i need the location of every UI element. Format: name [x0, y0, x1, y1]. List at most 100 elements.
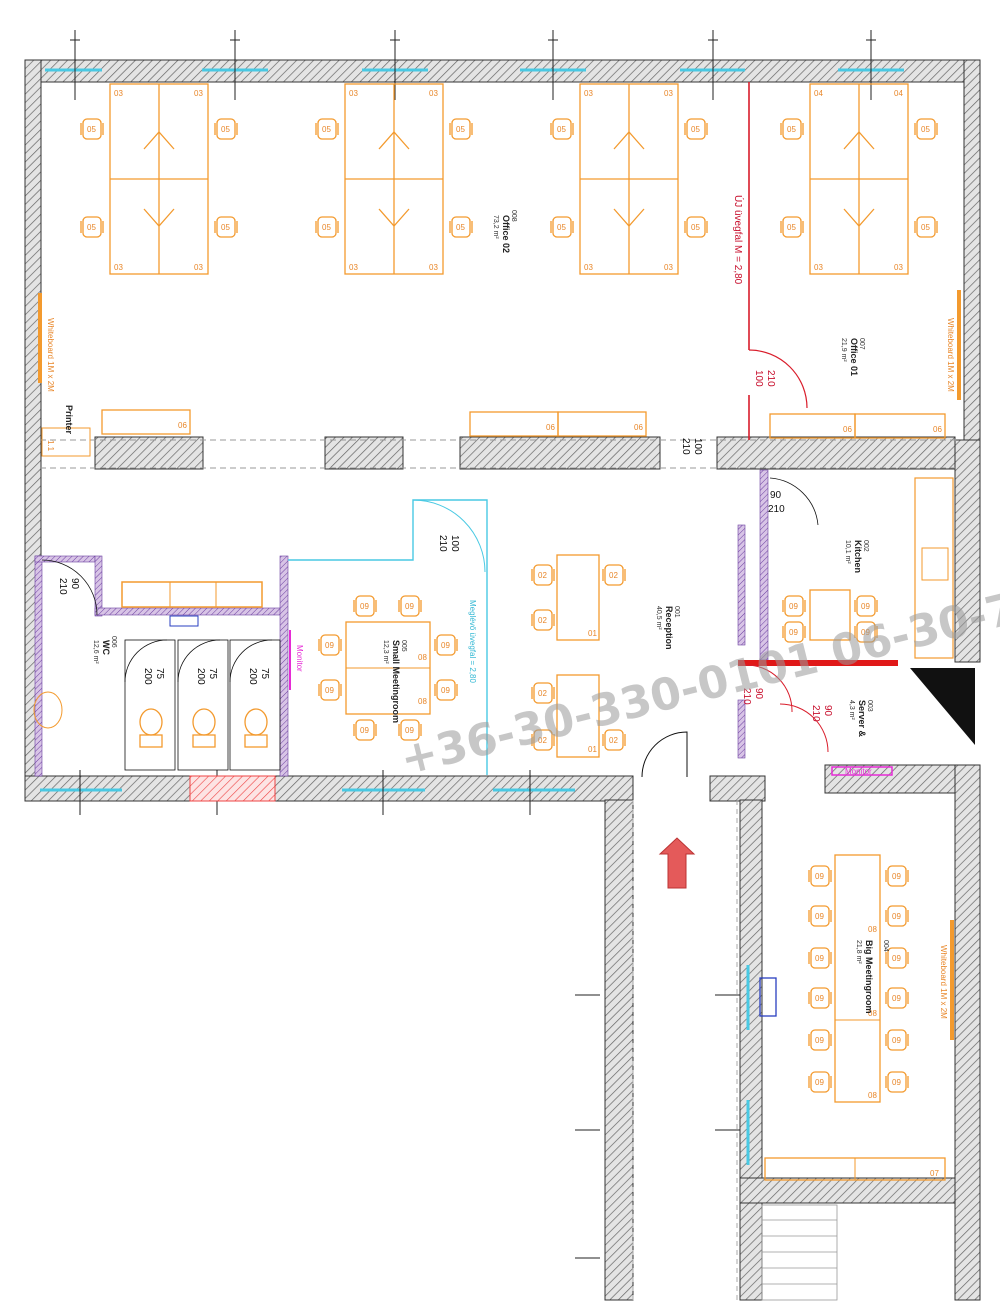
chair: 05 — [449, 118, 473, 140]
chair: 05 — [550, 118, 574, 140]
door-label: 210 — [768, 504, 785, 515]
reception-table — [556, 674, 600, 758]
furniture-code: 03 — [584, 89, 593, 98]
svg-text:Server &: Server & — [857, 700, 867, 738]
svg-text:21,9 m²: 21,9 m² — [840, 338, 847, 362]
whiteboard-left — [38, 293, 42, 383]
door-label: 90 — [69, 578, 80, 590]
svg-text:09: 09 — [815, 1036, 824, 1045]
printer — [41, 427, 91, 457]
chair: 09 — [808, 1029, 832, 1051]
furniture-code: 08 — [868, 1091, 877, 1100]
svg-text:09: 09 — [815, 954, 824, 963]
sink — [33, 691, 63, 729]
svg-text:05: 05 — [691, 223, 700, 232]
kitchen-counter — [914, 477, 954, 659]
svg-text:05: 05 — [921, 223, 930, 232]
furniture-code: 06 — [843, 425, 852, 434]
svg-text:21,8 m²: 21,8 m² — [855, 940, 862, 964]
svg-text:05: 05 — [456, 223, 465, 232]
door-label: 100 — [692, 438, 703, 455]
chair: 02 — [602, 729, 626, 751]
svg-text:09: 09 — [441, 641, 450, 650]
svg-text:005: 005 — [400, 640, 407, 652]
entrance-arrow-icon — [658, 837, 696, 889]
furniture-code: 06 — [546, 423, 555, 432]
svg-text:09: 09 — [405, 726, 414, 735]
door-label: 90 — [753, 688, 764, 700]
svg-text:02: 02 — [538, 689, 547, 698]
room-big-meetingroom: 004 Big Meetingroom 21,8 m² — [855, 940, 889, 1014]
door-label: 90 — [822, 705, 833, 717]
chair: 09 — [885, 865, 909, 887]
svg-text:09: 09 — [325, 641, 334, 650]
chair: 09 — [854, 595, 878, 617]
svg-text:05: 05 — [787, 125, 796, 134]
svg-text:09: 09 — [892, 1078, 901, 1087]
chair: 09 — [434, 634, 458, 656]
chair: 05 — [214, 118, 238, 140]
svg-text:09: 09 — [789, 602, 798, 611]
svg-text:200: 200 — [247, 668, 258, 685]
furniture-code: 03 — [194, 89, 203, 98]
svg-text:006: 006 — [110, 636, 117, 648]
svg-text:05: 05 — [691, 125, 700, 134]
chair: 02 — [602, 564, 626, 586]
chair: 09 — [808, 905, 832, 927]
watermark-phone: +36-30-330-0101 06-30-751-2 — [395, 556, 1000, 785]
svg-text:Big Meetingroom: Big Meetingroom — [864, 940, 874, 1014]
chair: 05 — [449, 216, 473, 238]
furniture-code: 06 — [178, 421, 187, 430]
svg-text:09: 09 — [892, 994, 901, 1003]
svg-text:Reception: Reception — [664, 606, 674, 650]
chair: 09 — [808, 947, 832, 969]
svg-text:Kitchen: Kitchen — [853, 540, 863, 573]
furniture-code: 03 — [114, 263, 123, 272]
furniture-code: 08 — [868, 1009, 877, 1018]
svg-text:02: 02 — [538, 736, 547, 745]
furniture-code: 06 — [634, 423, 643, 432]
svg-text:05: 05 — [557, 125, 566, 134]
chair: 09 — [808, 865, 832, 887]
svg-text:12,6 m²: 12,6 m² — [92, 640, 99, 664]
furniture-code: 03 — [894, 263, 903, 272]
svg-text:02: 02 — [538, 571, 547, 580]
door-office01 — [748, 349, 808, 409]
svg-text:05: 05 — [921, 125, 930, 134]
chair: 05 — [550, 216, 574, 238]
chair: 09 — [353, 595, 377, 617]
svg-text:09: 09 — [861, 602, 870, 611]
room-small-meetingroom: 005 Small Meetingroom 12,3 m² — [382, 640, 407, 723]
furniture-code: 03 — [814, 263, 823, 272]
chair: 09 — [398, 595, 422, 617]
new-glass-wall-label: ÚJ üvegfal M = 2,80 — [732, 195, 745, 285]
monitor-label: Monitor — [295, 645, 304, 672]
svg-text:4,3 m²: 4,3 m² — [848, 700, 855, 721]
svg-text:09: 09 — [815, 912, 824, 921]
chair: 05 — [914, 118, 938, 140]
chair: 05 — [315, 118, 339, 140]
svg-text:75: 75 — [259, 668, 270, 680]
svg-text:05: 05 — [557, 223, 566, 232]
chair: 05 — [914, 216, 938, 238]
chair: 02 — [531, 564, 555, 586]
furniture-code: 03 — [349, 263, 358, 272]
door-label: 210 — [437, 535, 448, 552]
svg-text:05: 05 — [787, 223, 796, 232]
furniture-code: 01 — [588, 745, 597, 754]
door-label: 100 — [449, 535, 460, 552]
svg-text:09: 09 — [892, 954, 901, 963]
chair: 05 — [780, 216, 804, 238]
chair: 09 — [885, 905, 909, 927]
whiteboard-right — [957, 290, 961, 400]
svg-text:200: 200 — [142, 668, 153, 685]
svg-text:200: 200 — [195, 668, 206, 685]
svg-text:09: 09 — [441, 686, 450, 695]
svg-text:Whiteboard 1M x 2M: Whiteboard 1M x 2M — [946, 318, 955, 392]
